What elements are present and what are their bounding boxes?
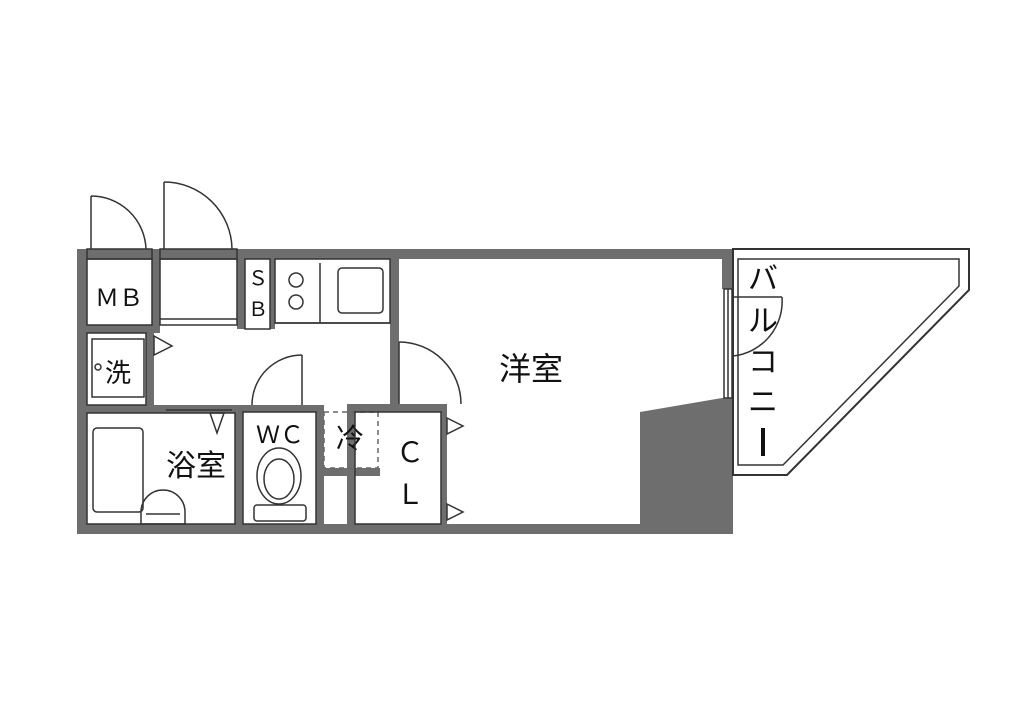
entry-doors [86, 181, 238, 260]
washer-space: 洗 [86, 332, 174, 406]
balcony-label-1: バ [748, 262, 778, 297]
mb-label: ＭＢ [95, 284, 143, 312]
washer-label: 洗 [105, 359, 131, 389]
outer-walls [77, 249, 733, 534]
sb-label-bottom: Ｂ [248, 297, 268, 321]
fridge-label: 冷 [336, 422, 364, 455]
balcony-label-4: ニ [748, 385, 778, 420]
balcony-label-2: ル [748, 304, 778, 339]
bathtub-icon [92, 427, 144, 513]
stove-burner-icon [288, 294, 304, 310]
sb-room: Ｓ Ｂ [244, 258, 271, 330]
bathroom-label: 浴室 [166, 449, 226, 484]
bathroom: 浴室 [86, 409, 236, 525]
western-room: 洋室 [398, 341, 563, 405]
balcony-label-3: コ [748, 345, 778, 380]
balcony: バ ル コ ニ [732, 248, 970, 476]
mb-room: ＭＢ [86, 258, 153, 326]
stove-burner-icon [288, 272, 304, 288]
drain-icon [94, 363, 102, 371]
washbasin-icon [140, 489, 186, 525]
closet-label-bottom: Ｌ [396, 478, 424, 511]
western-room-label: 洋室 [499, 350, 563, 388]
sink-icon [337, 267, 384, 314]
toilet-icon [253, 447, 307, 522]
sb-label-top: Ｓ [248, 266, 268, 290]
fridge-space: 冷 [323, 411, 379, 469]
closet-label-top: Ｃ [396, 436, 424, 469]
interior-walls [87, 259, 447, 524]
entrance-area [159, 258, 238, 326]
balcony-label-5 [761, 428, 765, 456]
closet: Ｃ Ｌ [354, 411, 465, 525]
kitchen [274, 258, 391, 324]
wc-room: ＷＣ [242, 354, 317, 525]
wc-label: ＷＣ [256, 421, 304, 449]
